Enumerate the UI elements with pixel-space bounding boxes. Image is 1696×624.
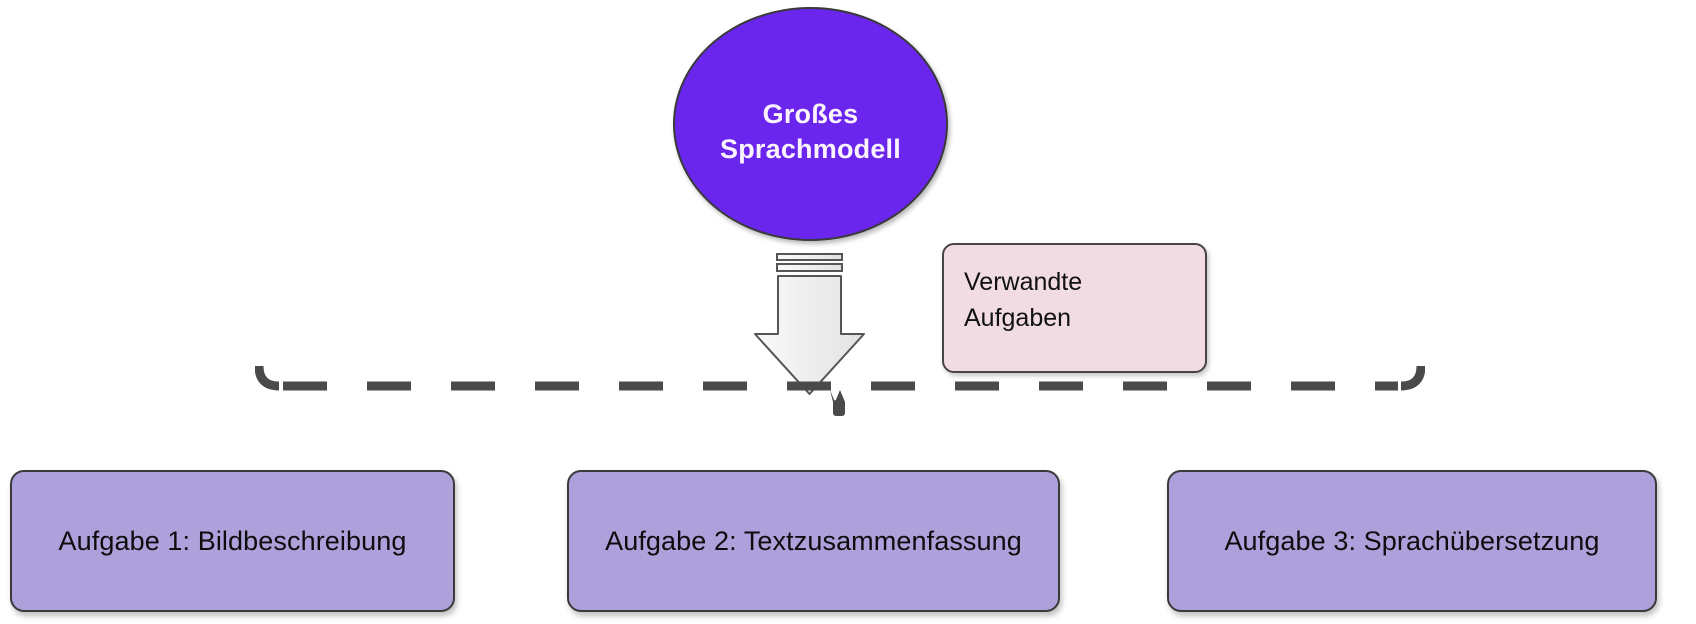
callout-bubble <box>942 243 1207 373</box>
dashed-bracket <box>254 360 1426 422</box>
down-arrow-icon <box>752 252 867 397</box>
related-tasks-callout[interactable]: Verwandte Aufgaben <box>942 243 1207 373</box>
task-box-3[interactable]: Aufgabe 3: Sprachübersetzung <box>1167 470 1657 612</box>
callout-label: Verwandte Aufgaben <box>964 268 1083 332</box>
task-box-3-label: Aufgabe 3: Sprachübersetzung <box>1224 525 1600 556</box>
task-box-2[interactable]: Aufgabe 2: Textzusammenfassung <box>567 470 1060 612</box>
task-box-2-label: Aufgabe 2: Textzusammenfassung <box>605 525 1022 556</box>
branch-connector-icon <box>830 390 845 416</box>
task-box-1-label: Aufgabe 1: Bildbeschreibung <box>58 525 407 556</box>
task-box-1[interactable]: Aufgabe 1: Bildbeschreibung <box>10 470 455 612</box>
llm-circle-node[interactable]: Großes Sprachmodell <box>673 7 948 241</box>
llm-circle-label: Großes Sprachmodell <box>720 99 901 164</box>
